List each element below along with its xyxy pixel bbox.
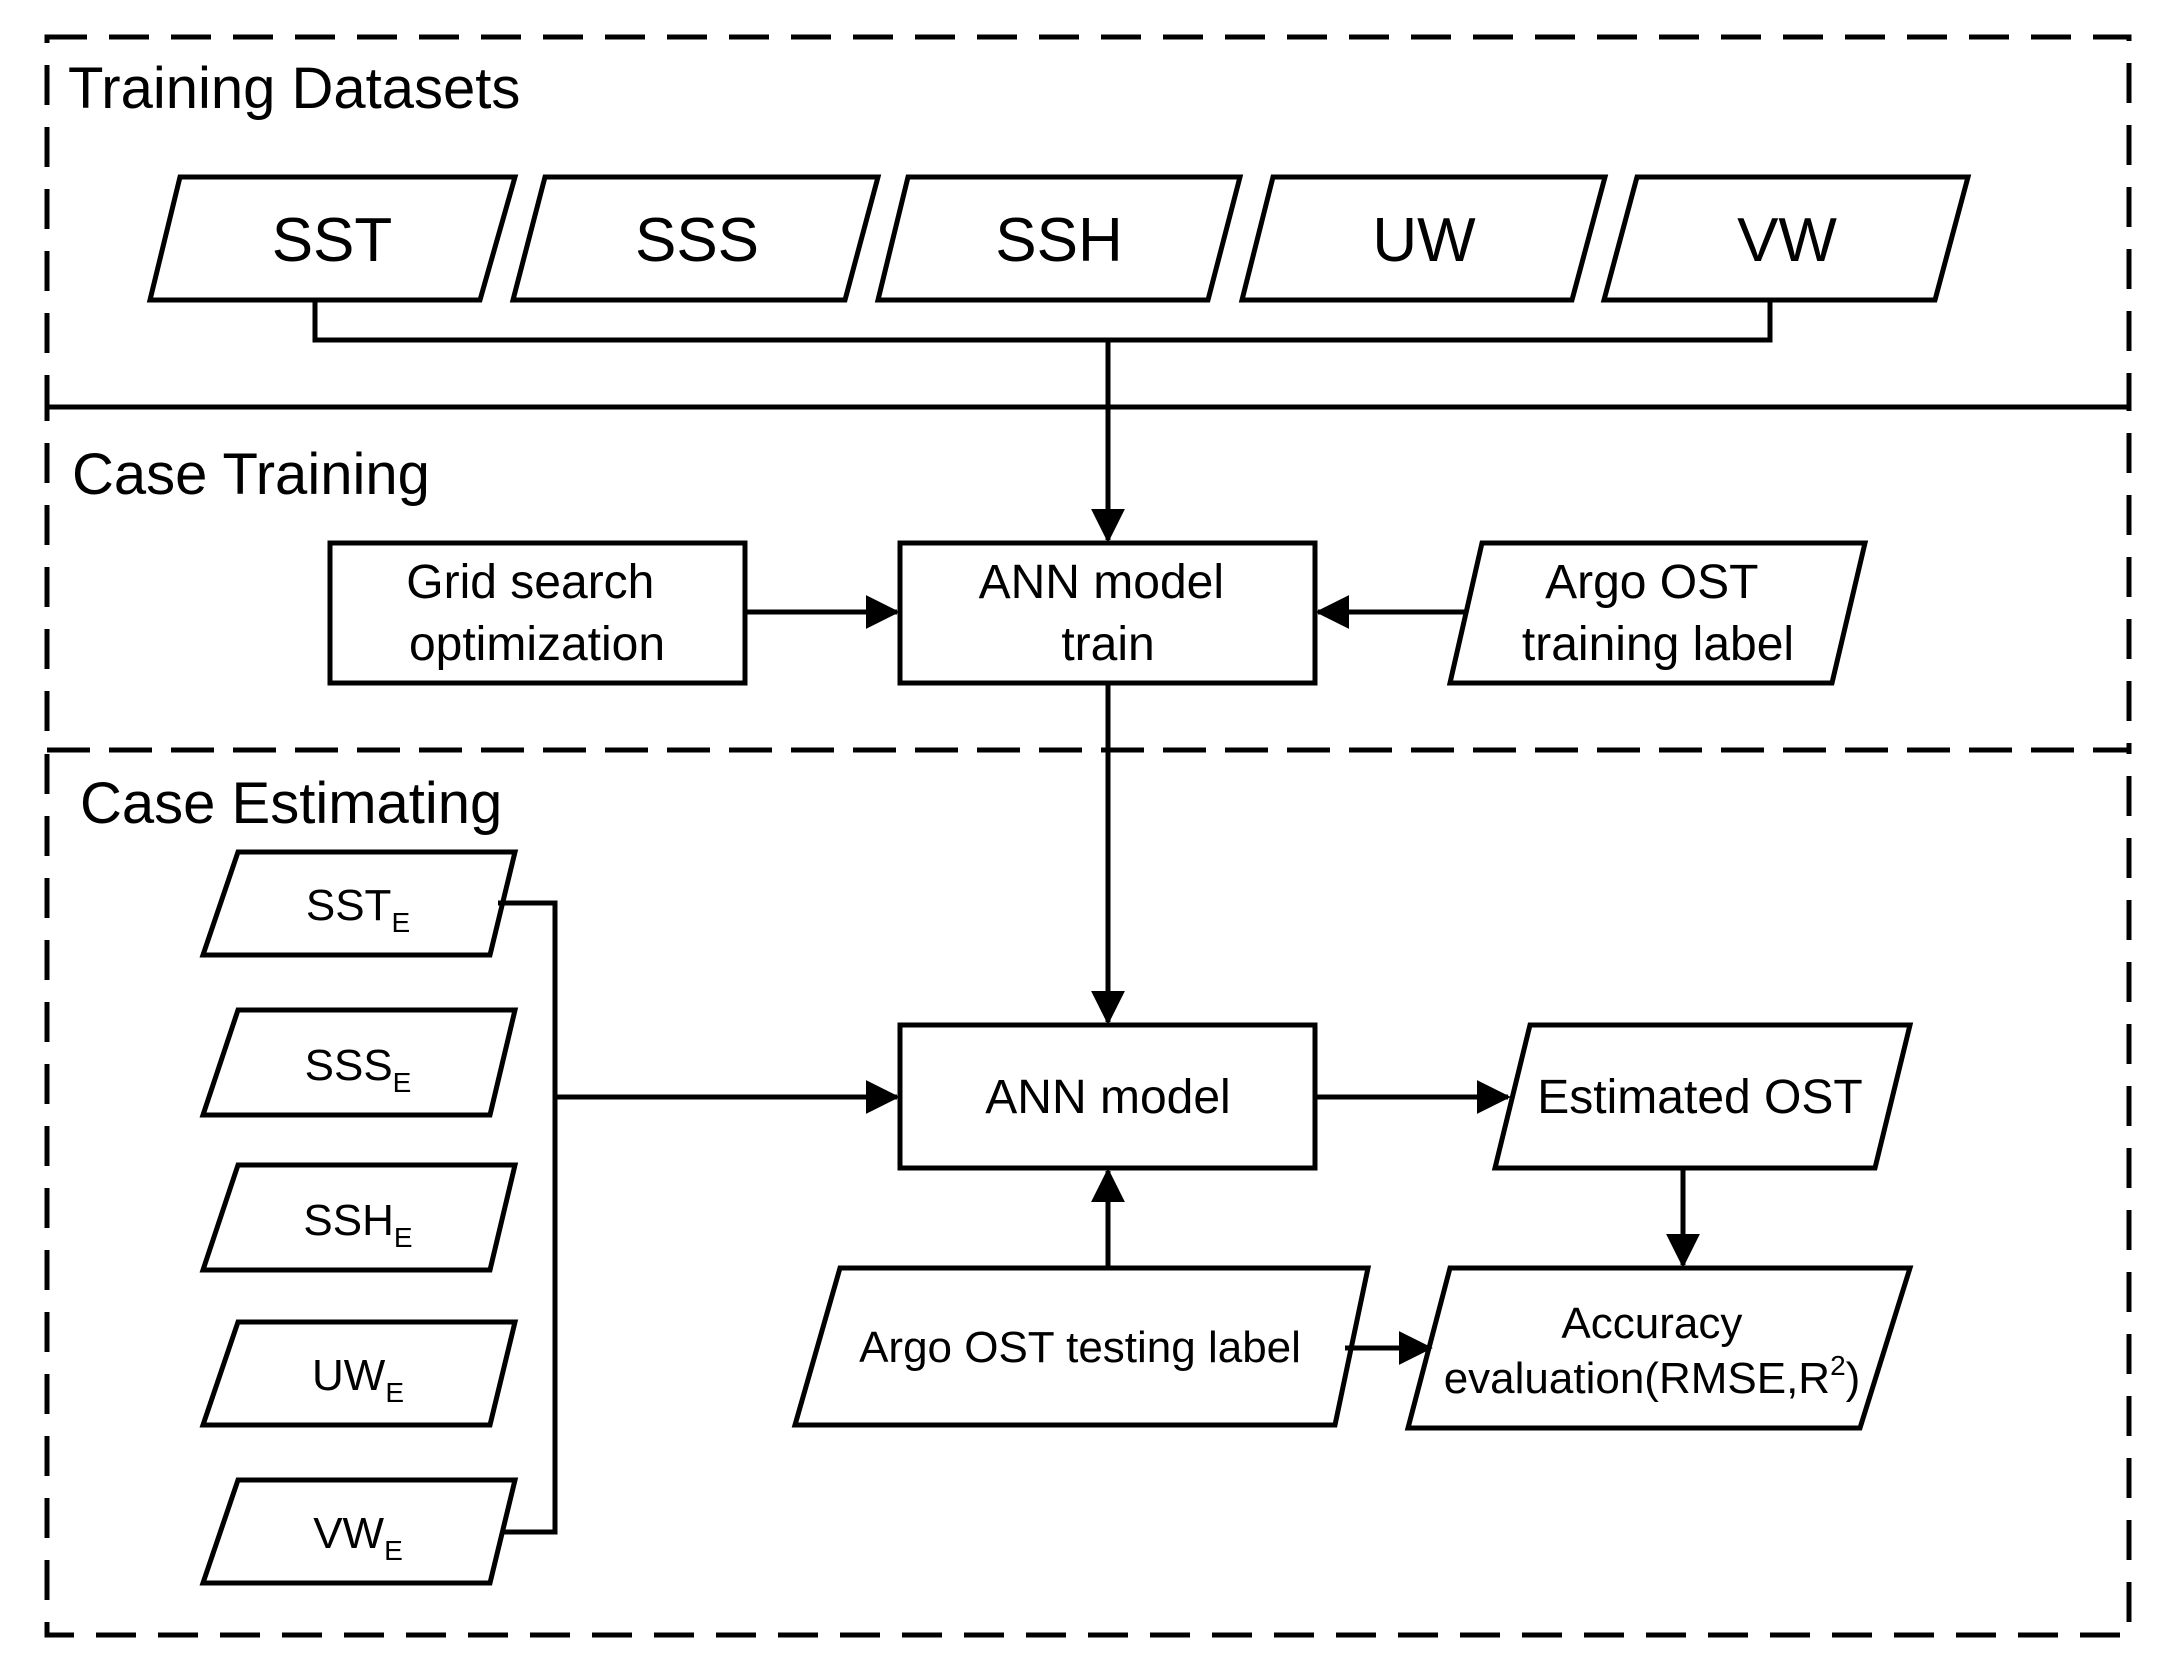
input-vw-e-label: VWE	[313, 1509, 403, 1566]
input-sst-e-label: SSTE	[306, 881, 410, 938]
case-estimating-frame	[44, 747, 2132, 1638]
dataset-sss-label: SSS	[635, 206, 759, 275]
argo-training-label-text: Argo OST training label	[1522, 556, 1794, 671]
dataset-vw-label: VW	[1737, 206, 1837, 275]
dataset-uw: UW	[1238, 174, 1609, 303]
estimated-ost-label: Estimated OST	[1537, 1071, 1862, 1124]
input-sss-e: SSSE	[199, 1007, 519, 1118]
dataset-vw: VW	[1600, 174, 1972, 303]
dataset-sst: SST	[146, 174, 519, 303]
input-uw-e-label: UWE	[312, 1351, 404, 1408]
dataset-uw-label: UW	[1372, 206, 1476, 275]
dataset-ssh: SSH	[874, 174, 1244, 303]
datasets-connector	[312, 300, 1773, 343]
training-datasets-frame	[44, 34, 2132, 410]
case-estimating-title: Case Estimating	[80, 771, 502, 836]
accuracy-evaluation-box: Accuracy evaluation(RMSE,R2)	[1404, 1265, 1914, 1431]
input-sss-e-label: SSSE	[305, 1041, 412, 1098]
ann-model-label: ANN model	[985, 1071, 1230, 1124]
input-uw-e: UWE	[199, 1319, 519, 1428]
grid-search-box: Grid search optimization	[327, 540, 748, 686]
input-ssh-e-label: SSHE	[303, 1196, 412, 1253]
case-training-frame	[44, 404, 2132, 753]
inputs-connector	[498, 900, 558, 1535]
input-sst-e: SSTE	[199, 849, 519, 958]
grid-search-label: Grid search optimization	[406, 556, 667, 671]
argo-testing-label-text: Argo OST testing label	[859, 1323, 1301, 1372]
training-datasets-title: Training Datasets	[68, 56, 520, 121]
argo-training-label-box: Argo OST training label	[1446, 540, 1869, 686]
input-vw-e: VWE	[199, 1477, 519, 1586]
dataset-sst-label: SST	[272, 206, 393, 275]
ann-train-label: ANN model train	[979, 556, 1238, 671]
accuracy-evaluation-label: Accuracy evaluation(RMSE,R2)	[1444, 1299, 1861, 1403]
ann-model-box: ANN model	[897, 1022, 1318, 1171]
dataset-sss: SSS	[509, 174, 882, 303]
ann-train-box: ANN model train	[897, 540, 1318, 686]
dataset-ssh-label: SSH	[995, 206, 1122, 275]
input-ssh-e: SSHE	[199, 1162, 519, 1273]
estimated-ost-box: Estimated OST	[1491, 1022, 1914, 1171]
argo-testing-label-box: Argo OST testing label	[791, 1265, 1372, 1428]
case-training-title: Case Training	[72, 442, 430, 507]
